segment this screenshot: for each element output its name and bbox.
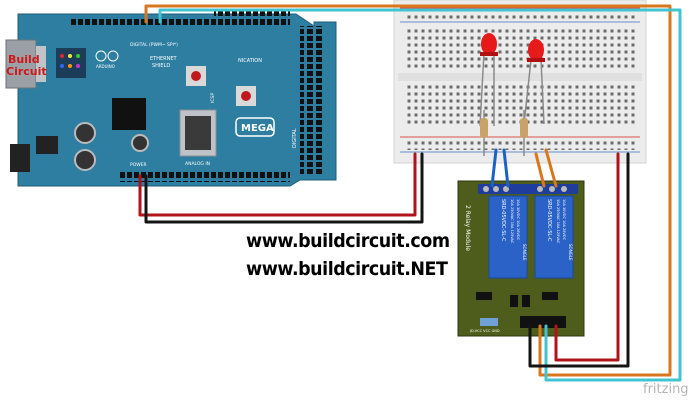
relay1-rating-label: 10A 250VAC 10A 125VAC: [510, 199, 514, 244]
wire-black-gnd: [144, 152, 424, 224]
digital-header-label: DIGITAL (PWM~ SPI*): [130, 42, 178, 48]
relay2-brand-label: SONGLE: [568, 244, 573, 261]
relay1-model-label: SRD-05VDC-SL-C: [500, 199, 506, 242]
wire-cyan-top: [158, 8, 682, 382]
wire-blue-in1: [490, 148, 498, 188]
arduino-label: ARDUINO: [96, 64, 115, 69]
led-2: [523, 39, 545, 125]
power-label: POWER: [130, 162, 147, 168]
relay1-rating-label-2: 10A 30VDC 10A 28VDC: [516, 199, 520, 241]
relay2-rating-label: 10A 250VAC 10A 125VAC: [556, 199, 560, 244]
relay-2: [534, 195, 574, 279]
digital-side-label: DIGITAL: [292, 128, 298, 148]
relay2-rating-label-2: 10A 30VDC 10A 28VDC: [562, 199, 566, 241]
resistor-2: [520, 110, 528, 156]
wire-blue-in2: [502, 148, 510, 188]
relay-header-pins-label: JD-VCC VCC GND: [469, 329, 500, 333]
arduino-mega-board: [5, 10, 337, 187]
wire-orange-relay2: [544, 148, 558, 188]
relay-module: [457, 180, 585, 337]
icsp-label: ICSP: [210, 93, 216, 103]
relay1-brand-label: SONGLE: [522, 244, 527, 261]
wire-orange-relay1: [534, 152, 546, 188]
breadboard: [393, 0, 647, 164]
wire-red-relay: [554, 152, 620, 362]
fritzing-watermark: fritzing: [643, 382, 689, 397]
logo-line-1: Build: [8, 53, 40, 66]
mega-label: MEGA: [241, 123, 274, 134]
microcontroller-chip: [112, 98, 146, 130]
relay-module-label: 2 Relay Module: [464, 205, 471, 251]
relay-1: [488, 195, 528, 279]
resistor-1: [480, 110, 488, 156]
wire-black-relay: [528, 152, 630, 368]
wires: [138, 4, 682, 382]
ethernet-label: ETHERNET: [150, 56, 178, 62]
logo-line-2: Circuit: [6, 65, 47, 78]
reset-button: [241, 91, 251, 101]
buildcircuit-logo: Build Circuit: [2, 53, 47, 81]
ethernet-reset-button: [191, 71, 201, 81]
website-url-com: www.buildcircuit.com: [246, 230, 450, 252]
analog-in-label: ANALOG IN: [185, 161, 210, 167]
led-1: [479, 33, 498, 127]
communication-label: NICATION: [238, 58, 262, 64]
shield-label: SHIELD: [152, 63, 170, 69]
website-url-net: www.buildcircuit.NET: [246, 258, 448, 280]
relay2-model-label: SRD-05VDC-SL-C: [546, 199, 552, 242]
wire-red-gnd-vcc: [138, 152, 417, 217]
